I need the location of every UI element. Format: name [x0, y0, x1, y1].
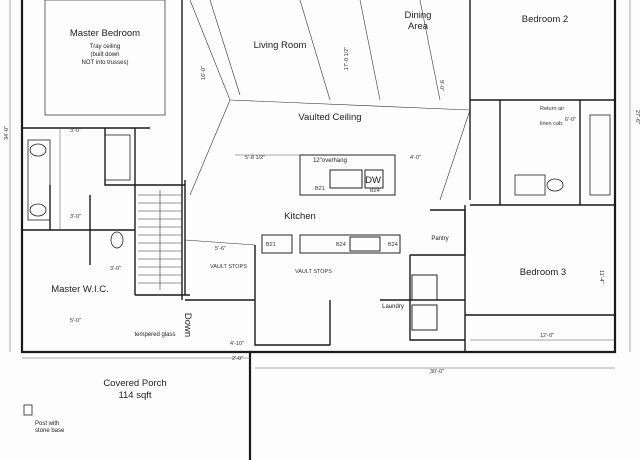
porch-post-left	[23, 404, 33, 416]
cabinet-b21-island: B21	[315, 186, 325, 192]
dim-5-8: 5'-8 1/2"	[245, 155, 265, 161]
pantry-label: Pantry	[431, 236, 448, 242]
dim-3-0-b: 3'-0"	[70, 214, 81, 220]
post-note-2: stone base	[35, 428, 65, 434]
dishwasher-label: DW	[365, 175, 381, 186]
tray-ceiling-outline	[44, 0, 166, 116]
overhang-label: 12"overhang	[313, 158, 347, 164]
dim-4-0: 4'-0"	[410, 155, 421, 161]
dim-9-0: 9'-0"	[438, 80, 444, 91]
bedroom-2-label: Bedroom 2	[522, 14, 568, 25]
master-wic-label: Master W.I.C.	[51, 284, 109, 295]
linen-label: linen cab.	[540, 121, 564, 127]
dim-overall-right: 27'-6"	[634, 110, 640, 124]
living-room-label: Living Room	[254, 40, 307, 51]
dim-17-0: 17'-0 1/2"	[344, 47, 350, 70]
dining-label-2: Area	[408, 21, 429, 32]
vault-lines	[184, 0, 471, 246]
laundry-label: Laundry	[382, 304, 404, 310]
cabinet-b24-wall-2: B24	[388, 242, 398, 248]
dim-overall-left: 34'-0"	[4, 126, 10, 140]
kitchen-label: Kitchen	[284, 211, 316, 222]
dim-16-0: 16'-0"	[201, 66, 207, 80]
master-bedroom-label: Master Bedroom	[70, 28, 140, 39]
dining-label-1: Dining	[405, 10, 432, 21]
kitchen-cabinets	[261, 154, 401, 254]
porch-area-label: 114 sqft	[118, 390, 151, 401]
tray-ceiling-note-2: (built down	[90, 52, 119, 58]
dim-6-0: 6'-0"	[565, 117, 576, 123]
dim-4-10: 4'-10"	[230, 341, 244, 347]
bath-fixtures	[27, 114, 611, 249]
exterior-walls	[20, 0, 617, 460]
post-note-1: Post with	[35, 421, 59, 427]
tempered-glass-note: tempered glass	[134, 332, 175, 338]
cabinet-b24-wall-1: B24	[336, 242, 346, 248]
dim-bottom-30: 30'-0"	[430, 369, 444, 375]
tray-ceiling-note-1: Tray ceiling	[90, 44, 120, 50]
vault-stops-label-2: VAULT STOPS	[295, 269, 332, 275]
dim-2-0: 2'-0"	[232, 356, 243, 362]
bedroom-3-label: Bedroom 3	[520, 267, 566, 278]
cabinet-b21-wall: B21	[266, 242, 276, 248]
dim-11-4: 11'-4"	[598, 270, 604, 284]
dim-5-6: 5'-6"	[215, 246, 226, 252]
dim-bedroom3-12: 12'-0"	[540, 333, 554, 339]
interior-walls	[22, 0, 615, 352]
dim-3-0-c: 3'-0"	[110, 266, 121, 272]
vaulted-ceiling-label: Vaulted Ceiling	[298, 112, 361, 123]
covered-porch-label: Covered Porch	[103, 378, 166, 389]
laundry-appliances	[411, 274, 438, 331]
stair-down-label: Down	[182, 313, 193, 337]
dim-5-0: 5'-0"	[70, 318, 81, 324]
cabinet-b24-island: B24	[370, 188, 380, 194]
return-air-label: Return air	[540, 106, 564, 112]
dimension-lines	[9, 0, 631, 369]
dim-3-0-a: 3'-0"	[70, 128, 81, 134]
tray-ceiling-note-3: NOT into trusses)	[82, 60, 129, 66]
vault-stops-label-1: VAULT STOPS	[210, 264, 247, 270]
stair-treads	[138, 190, 182, 290]
